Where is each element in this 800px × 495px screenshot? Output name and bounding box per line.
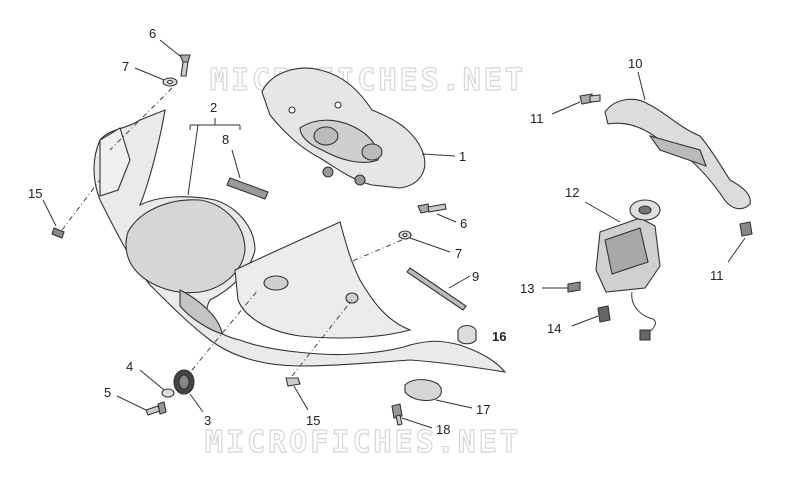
- screw-11-bottom: [739, 221, 753, 237]
- callout-17: 17: [476, 402, 490, 417]
- callout-7-mid: 7: [455, 246, 462, 261]
- grommet-16: [457, 324, 477, 345]
- callout-15-left: 15: [28, 186, 42, 201]
- grommet-3: [173, 369, 195, 395]
- clip-15-bottom: [285, 377, 301, 387]
- watermark-bottom: MICROFICHES.NET: [205, 425, 521, 460]
- screw-11-top: [579, 93, 601, 105]
- callout-5: 5: [104, 385, 111, 400]
- callout-6-mid: 6: [460, 216, 467, 231]
- callout-8: 8: [222, 132, 229, 147]
- screw-5: [145, 401, 167, 416]
- callout-18: 18: [436, 422, 450, 437]
- rubber-strip-9: [406, 267, 467, 311]
- callout-11-top: 11: [530, 111, 544, 126]
- cover-bracket-10: [604, 98, 751, 210]
- callout-3: 3: [204, 413, 211, 428]
- watermark-top: MICROFICHES.NET: [210, 63, 526, 98]
- callout-12: 12: [565, 185, 579, 200]
- callout-16: 16: [492, 329, 506, 344]
- callout-11-bottom: 11: [710, 268, 724, 283]
- washer-7-mid: [398, 230, 412, 240]
- rubber-strip-8: [226, 177, 269, 200]
- screw-6-top: [179, 54, 191, 77]
- callout-1: 1: [459, 149, 466, 164]
- callout-13: 13: [520, 281, 534, 296]
- ignition-switch-12: [595, 199, 661, 341]
- callout-6-top: 6: [149, 26, 156, 41]
- callout-14: 14: [547, 321, 561, 336]
- bracket-plate-17: [404, 379, 442, 402]
- screw-18: [391, 403, 403, 426]
- callout-10: 10: [628, 56, 642, 71]
- screw-13: [567, 281, 581, 293]
- callout-7-top: 7: [122, 59, 129, 74]
- callout-4: 4: [126, 359, 133, 374]
- front-fairing: [93, 109, 507, 373]
- screw-15-left: [51, 227, 65, 239]
- screw-14: [597, 305, 611, 323]
- callout-15-bottom: 15: [306, 413, 320, 428]
- washer-7-top: [162, 77, 178, 87]
- washer-4: [161, 388, 175, 398]
- callout-2: 2: [210, 100, 217, 115]
- instrument-cluster: [261, 67, 426, 189]
- callout-9: 9: [472, 269, 479, 284]
- screw-6-mid: [417, 203, 447, 214]
